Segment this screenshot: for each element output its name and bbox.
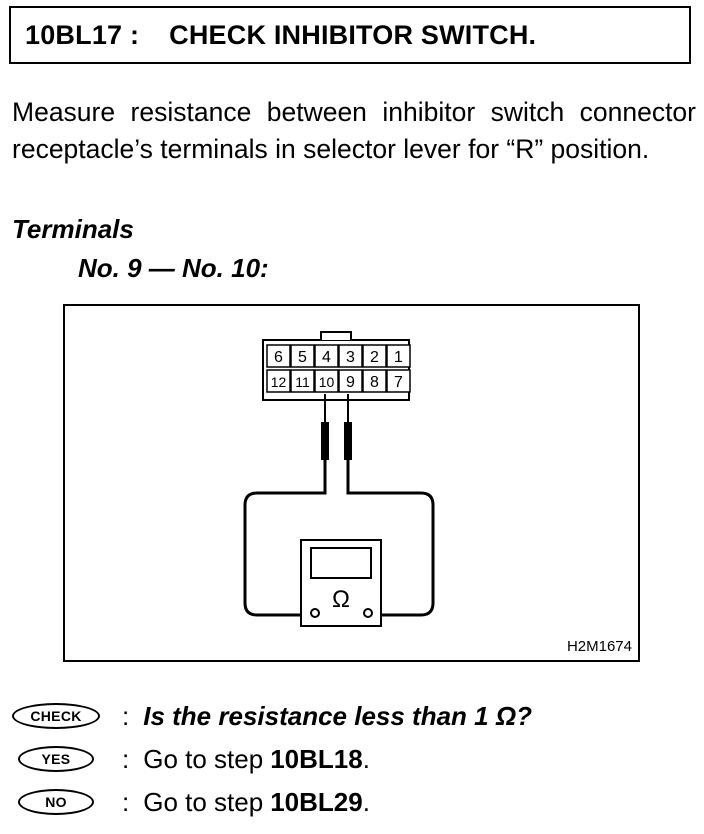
- step-code: 10BL17 :: [25, 19, 140, 50]
- step-header: 10BL17 : CHECK INHIBITOR SWITCH.: [9, 6, 691, 64]
- check-badge: CHECK: [12, 703, 100, 729]
- terminal-number: 4: [322, 349, 331, 366]
- terminal-number: 5: [298, 349, 307, 366]
- test-lead-right: [346, 460, 435, 617]
- check-row: CHECK : Is the resistance less than 1 Ω?: [12, 696, 532, 736]
- ohmmeter-terminal-left: [310, 608, 320, 618]
- no-row: NO : Go to step 10BL29 .: [12, 782, 370, 822]
- connector-lock-tab: [320, 331, 352, 340]
- connector-cell: [362, 344, 387, 368]
- step-title: CHECK INHIBITOR SWITCH.: [169, 19, 537, 50]
- terminal-number: 6: [274, 349, 283, 366]
- instruction-text: Measure resistance between inhibitor swi…: [12, 97, 696, 164]
- yes-step-link[interactable]: 10BL18: [270, 743, 363, 774]
- no-colon: :: [122, 786, 130, 817]
- yes-dot: .: [362, 743, 370, 774]
- no-badge: NO: [18, 789, 94, 815]
- yes-badge: YES: [18, 746, 94, 772]
- check-colon: :: [122, 700, 130, 731]
- connector-cell: [314, 369, 339, 393]
- connector-cell: [266, 344, 291, 368]
- connector-cell: [338, 344, 363, 368]
- connector-cell: [290, 369, 315, 393]
- connector-cell: [386, 369, 411, 393]
- terminals-value: No. 9 — No. 10:: [78, 253, 269, 283]
- ohmmeter-terminal-right: [363, 608, 373, 618]
- terminal-number: 1: [394, 349, 403, 366]
- no-text: Go to step: [143, 786, 264, 817]
- terminal-number: 12: [271, 374, 287, 390]
- connector-cell: [386, 344, 411, 368]
- probe-right: [344, 422, 352, 460]
- yes-text: Go to step: [143, 743, 264, 774]
- terminal-number: 11: [295, 374, 310, 390]
- yes-row: YES : Go to step 10BL18 .: [12, 739, 370, 779]
- terminal-number: 2: [370, 349, 379, 366]
- connector-cell: [362, 369, 387, 393]
- no-step-link[interactable]: 10BL29: [270, 786, 363, 817]
- no-dot: .: [362, 786, 370, 817]
- yes-colon: :: [122, 743, 130, 774]
- terminal-number: 3: [346, 349, 355, 366]
- terminal-number: 9: [346, 374, 355, 391]
- connector-cell: [338, 369, 363, 393]
- ohm-symbol: Ω: [332, 586, 350, 613]
- terminal-number: 7: [394, 374, 403, 391]
- terminals-heading: Terminals: [12, 214, 134, 244]
- probe-left: [321, 422, 329, 460]
- check-question: Is the resistance less than 1 Ω?: [143, 700, 533, 731]
- terminal-number: 10: [319, 374, 335, 390]
- test-lead-left: [243, 460, 327, 617]
- terminal-number: 8: [370, 374, 379, 391]
- figure-id: H2M1674: [566, 638, 632, 655]
- connector-cell: [266, 369, 291, 393]
- connector-cell: [314, 344, 339, 368]
- connector-cell: [290, 344, 315, 368]
- ohmmeter-display: [310, 547, 372, 579]
